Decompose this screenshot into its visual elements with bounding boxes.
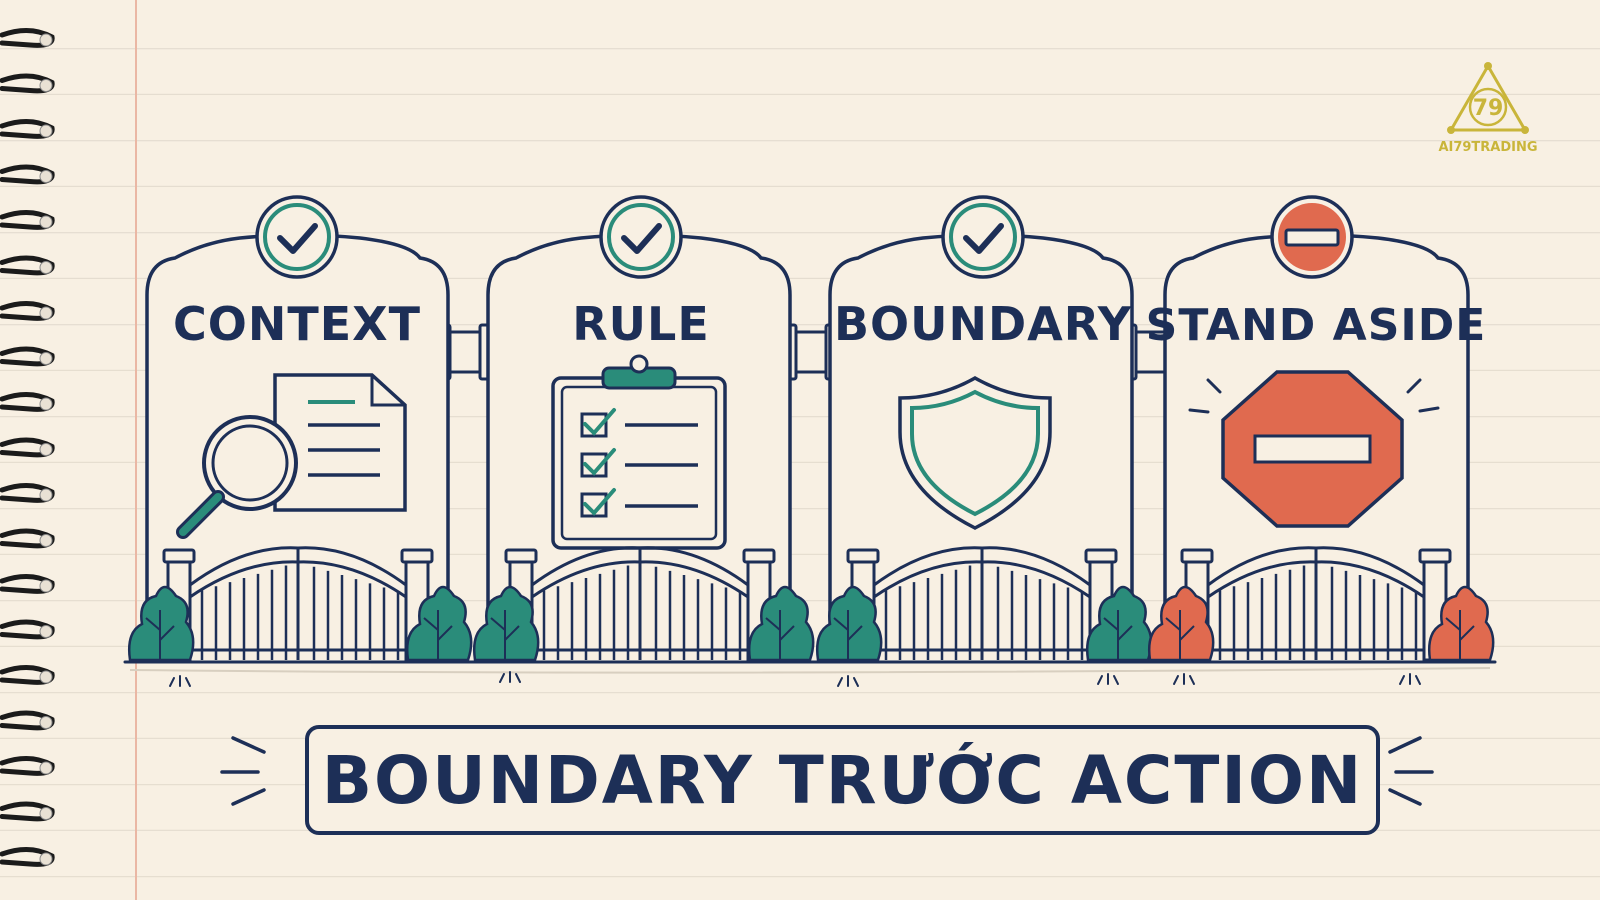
spiral-ring	[0, 619, 55, 640]
spiral-ring	[0, 392, 55, 412]
banner-accent-right	[1388, 736, 1434, 806]
check-icon	[277, 223, 318, 254]
spiral-ring	[0, 710, 55, 731]
logo-mark-icon: 79	[1447, 62, 1529, 134]
bush	[406, 585, 473, 662]
card-stand-aside: STAND ASIDE	[1146, 195, 1487, 660]
spiral-ring	[0, 255, 55, 276]
spiral-ring	[0, 528, 55, 549]
bush	[473, 585, 540, 662]
spiral-ring	[0, 483, 55, 503]
bush	[1148, 585, 1215, 662]
spiral-ring	[0, 437, 55, 458]
logo-text: AI79TRADING	[1438, 140, 1538, 155]
spiral-ring	[0, 346, 55, 367]
card-title: RULE	[572, 297, 710, 351]
bushes-layer	[128, 585, 1495, 687]
banner-accent-left	[220, 736, 266, 806]
card-boundary: BOUNDARY	[828, 195, 1134, 660]
grass-tuft	[837, 675, 859, 687]
bush	[816, 585, 883, 662]
spiral-ring	[0, 28, 55, 48]
grass-tuft	[1097, 673, 1119, 685]
card-title: STAND ASIDE	[1146, 300, 1487, 351]
bush	[1086, 585, 1153, 662]
minus-icon	[1284, 228, 1340, 247]
spiral-ring	[0, 301, 55, 321]
check-icon	[963, 223, 1004, 254]
spiral-ring	[0, 665, 55, 685]
card-rule: RULE	[486, 195, 792, 660]
margin-line	[135, 0, 137, 900]
stop-sign-icon	[1188, 370, 1440, 528]
bush	[128, 585, 195, 662]
shield-icon	[898, 375, 1052, 530]
document-magnifier-icon	[176, 373, 407, 539]
spiral-binding	[0, 28, 55, 867]
check-icon	[621, 223, 662, 254]
grass-tuft	[1173, 673, 1195, 685]
spiral-ring	[0, 73, 55, 94]
spiral-ring	[0, 801, 55, 822]
banner-text: BOUNDARY TRƯỚC ACTION	[321, 741, 1364, 819]
card-title: BOUNDARY	[834, 297, 1132, 351]
bush	[748, 585, 815, 662]
spiral-ring	[0, 756, 55, 776]
grass-tuft	[169, 675, 191, 687]
card-title: CONTEXT	[173, 297, 421, 351]
bush	[1428, 585, 1495, 662]
banner: BOUNDARY TRƯỚC ACTION	[305, 725, 1380, 835]
brand-logo: 79 AI79TRADING	[1428, 60, 1548, 170]
logo-mark: 79	[1473, 96, 1504, 121]
spiral-ring	[0, 210, 55, 230]
spiral-ring	[0, 574, 55, 594]
spiral-ring	[0, 119, 55, 139]
card-context: CONTEXT	[145, 195, 450, 660]
spiral-ring	[0, 847, 55, 867]
spiral-ring	[0, 164, 55, 185]
grass-tuft	[1399, 673, 1421, 685]
clipboard-checklist-icon	[551, 354, 727, 550]
grass-tuft	[499, 671, 521, 683]
